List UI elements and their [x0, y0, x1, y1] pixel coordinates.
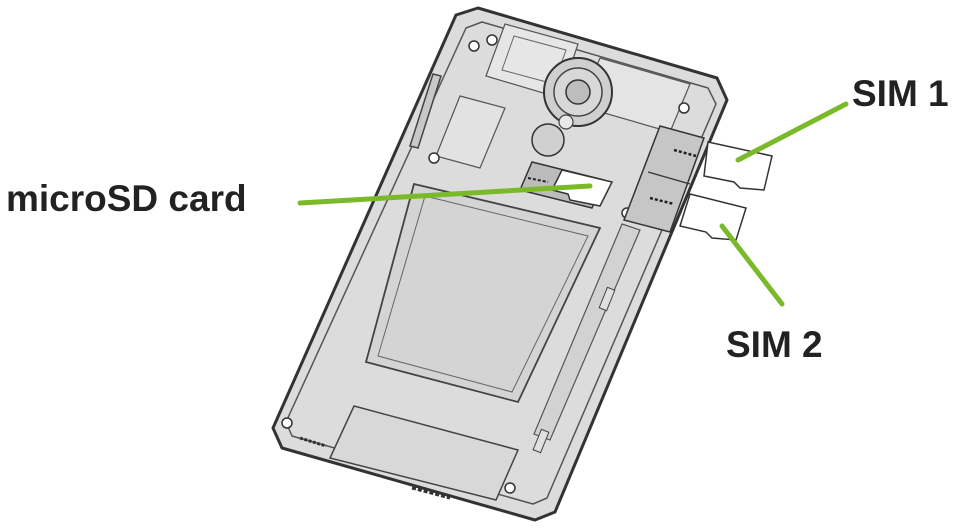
sim2-label: SIM 2 — [726, 324, 823, 365]
battery-compartment — [364, 182, 602, 404]
bottom-port — [299, 436, 327, 448]
side-rail — [533, 223, 641, 441]
sim2-card — [679, 193, 747, 241]
microsd-leader-line — [297, 183, 593, 206]
screw-hole — [486, 34, 498, 46]
side-notch — [598, 286, 616, 312]
phone-inner-frame — [285, 21, 717, 505]
flash-icon — [558, 114, 574, 130]
sim-slot-divider — [647, 171, 691, 185]
sim2-insert-arrow — [649, 196, 675, 206]
sim1-leader-line — [735, 101, 849, 163]
screw-hole — [428, 152, 440, 164]
side-notch — [532, 428, 550, 454]
bottom-plate — [328, 405, 520, 501]
volume-button — [409, 73, 442, 149]
battery-inner-area — [377, 195, 589, 393]
microsd-slot-arrow — [527, 177, 549, 183]
screw-hole — [504, 482, 516, 494]
screw-hole — [468, 40, 480, 52]
screw-hole — [678, 102, 690, 114]
microsd-card-label: microSD card — [6, 178, 247, 219]
sim1-label: SIM 1 — [852, 73, 949, 114]
speaker-circle — [531, 123, 565, 157]
screw-hole — [281, 417, 293, 429]
left-circuit-block — [435, 95, 506, 169]
bottom-contacts — [411, 486, 451, 500]
camera-lens — [565, 79, 591, 105]
sim2-leader-line — [719, 223, 785, 307]
sim1-insert-arrow — [673, 148, 697, 158]
